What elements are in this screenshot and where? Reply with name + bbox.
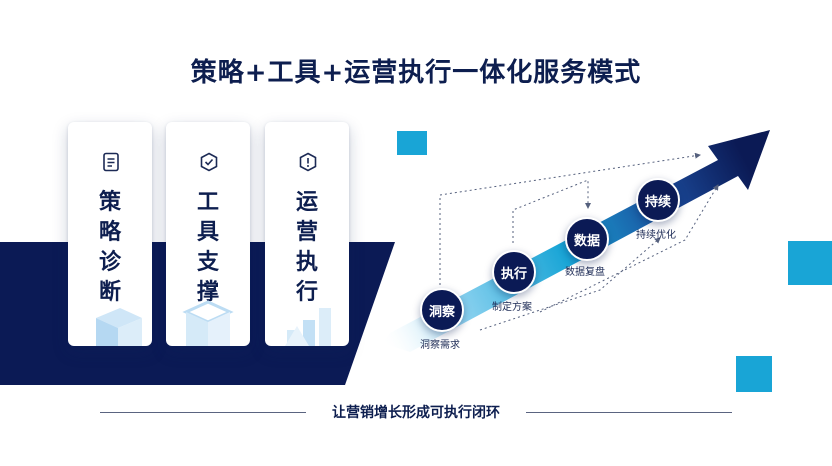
cube-illustration	[96, 308, 142, 346]
info-shield-icon	[299, 152, 317, 172]
step-label-execute: 制定方案	[492, 302, 532, 313]
step-node-data: 数据	[565, 217, 609, 261]
loop-connector	[512, 179, 591, 243]
deco-square-right	[788, 241, 832, 285]
card-tool-support: 工具支撑	[166, 122, 250, 346]
loop-connector	[439, 152, 701, 285]
check-shield-icon	[200, 152, 218, 172]
step-node-insight: 洞察	[420, 288, 464, 332]
card-title: 策略诊断	[98, 190, 121, 305]
step-label-continuous: 持续优化	[636, 230, 676, 241]
footer-rule-left	[100, 412, 306, 413]
card-operation-execution: 运营执行	[265, 122, 349, 346]
deco-square-top	[397, 131, 427, 155]
footer-rule-right	[526, 412, 732, 413]
step-label-data: 数据复盘	[565, 267, 605, 278]
page-title: 策略+工具+运营执行一体化服务模式	[190, 58, 642, 88]
deco-square-bottom	[736, 356, 772, 392]
card-title: 工具支撑	[196, 190, 219, 305]
loop-connector	[539, 184, 719, 313]
bar-illustration	[285, 308, 331, 346]
footer-slogan: 让营销增长形成可执行闭环	[332, 405, 500, 421]
loop-connector	[479, 237, 661, 331]
step-node-execute: 执行	[492, 250, 536, 294]
box-illustration	[182, 300, 234, 346]
card-title: 运营执行	[295, 190, 318, 305]
step-label-insight: 洞察需求	[420, 340, 460, 351]
step-node-continuous: 持续	[636, 178, 680, 222]
card-strategy-diagnosis: 策略诊断	[68, 122, 152, 346]
document-list-icon	[103, 152, 119, 172]
